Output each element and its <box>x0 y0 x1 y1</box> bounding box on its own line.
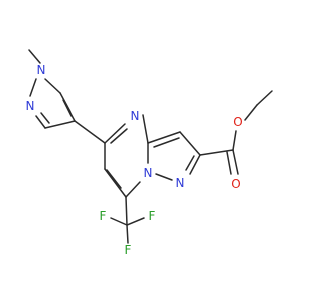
atom-n-bridgehead: N <box>144 166 153 180</box>
molecule-diagram: N N N N N O O F F F <box>26 49 273 257</box>
atom-label-layer: N N N N N O O F F F <box>26 63 243 257</box>
bond-c2-n1f-double <box>185 155 195 171</box>
bond-n1-c5 <box>44 78 61 94</box>
bond-c5p-n4 <box>104 123 126 144</box>
bond-c3-n2-double <box>40 112 50 124</box>
atom-n-pyrimidine: N <box>131 109 140 123</box>
atom-o-ester: O <box>233 115 242 129</box>
bond-c3-n2 <box>35 115 46 129</box>
bond-n1f-n8 <box>155 173 173 181</box>
bond-carbonyl-oester <box>232 130 237 151</box>
bond-c5-c4 <box>59 92 76 122</box>
bond-c4-c3 <box>44 120 76 129</box>
atom-n-pyrazole: N <box>26 99 35 113</box>
atom-n-methyl: N <box>37 63 46 77</box>
atom-o-carbonyl: O <box>231 177 240 191</box>
bond-cf3-f-left <box>110 217 128 226</box>
structure-canvas: N N N N N O O F F F <box>26 49 273 257</box>
atom-f-top: F <box>125 243 132 257</box>
bond-c7-c6 <box>104 168 127 198</box>
bond-c3-c2 <box>179 131 201 156</box>
bond-layer <box>28 49 273 244</box>
bond-carbonyl-o-double <box>226 151 232 175</box>
bond-ring-link <box>74 120 106 144</box>
bond-c2-n1f <box>189 154 201 175</box>
atom-f-right: F <box>149 209 156 223</box>
bond-c2-carbonyl <box>199 149 234 156</box>
bond-methyl <box>28 49 41 64</box>
atom-f-left: F <box>100 209 107 223</box>
bond-c5-c4-double <box>62 99 72 117</box>
bond-carbonyl-o <box>232 149 239 175</box>
bond-oester-ch2 <box>244 104 258 121</box>
bond-c3a-c3-double <box>153 137 180 148</box>
bond-cf3-f-top <box>126 224 129 244</box>
bond-c7-c6-double <box>106 169 122 189</box>
bond-c3a-c3 <box>147 131 181 144</box>
bond-ch2-ch3 <box>256 90 273 106</box>
bond-n4-c3a <box>142 114 149 144</box>
bond-cf3-f-right <box>126 217 145 226</box>
bond-n2-n1 <box>29 78 37 97</box>
atom-n-fused-ring: N <box>176 176 185 190</box>
bond-n8-c7 <box>125 181 141 198</box>
bond-c7-cf3 <box>125 196 128 226</box>
bond-c5p-n4-double <box>110 128 128 144</box>
